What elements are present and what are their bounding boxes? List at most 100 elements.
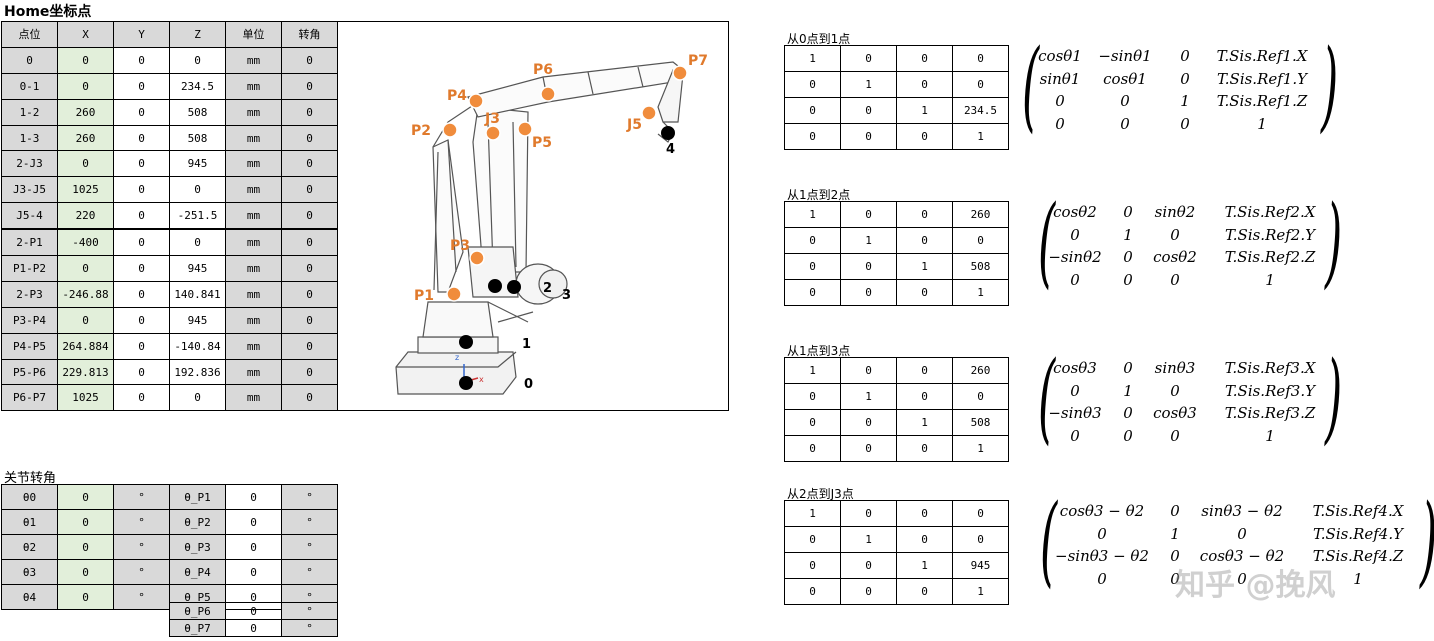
joint-cell: °: [113, 559, 170, 585]
home-cell: P3-P4: [1, 306, 58, 334]
formula-cell: cosθ1: [1038, 47, 1082, 65]
home-cell: 1025: [57, 384, 114, 412]
label-4: 4: [666, 142, 675, 157]
label-j5: J5: [626, 117, 642, 133]
home-cell: 0: [113, 255, 170, 282]
label-3: 3: [562, 288, 571, 303]
formula-cell: sinθ1: [1039, 69, 1081, 88]
matrix-cell: 0: [840, 578, 897, 605]
home-cell: 0: [113, 306, 170, 334]
transform-title: 从1点到2点: [787, 188, 851, 202]
home-cell: 1-3: [1, 124, 58, 152]
formula-cell: 1: [1257, 114, 1267, 133]
formula-cell: T.Sis.Ref4.X: [1312, 502, 1404, 520]
matrix-cell: 0: [952, 383, 1009, 410]
home-cell: 0: [57, 255, 114, 282]
matrix-cell: 0: [896, 578, 953, 605]
point-j3-marker: [485, 125, 501, 141]
formula-cell: cosθ3 − θ2: [1199, 547, 1285, 565]
label-p3: P3: [450, 238, 470, 254]
joint-cell: θ4: [1, 584, 58, 610]
matrix-cell: 1: [952, 279, 1009, 306]
home-cell: -400: [57, 228, 114, 257]
home-cell: 0: [281, 124, 338, 152]
formula-cell: T.Sis.Ref3.Y: [1224, 381, 1316, 400]
home-cell: -246.88: [57, 280, 114, 308]
home-header-row: 点位 X Y Z 单位 转角: [1, 21, 338, 48]
formula-cell: T.Sis.Ref2.Y: [1224, 225, 1316, 244]
home-cell: 0: [281, 150, 338, 178]
home-cell: mm: [225, 358, 282, 386]
joint-cell: °: [281, 484, 338, 510]
transform-title: 从0点到1点: [787, 32, 851, 46]
matrix-cell: 260: [952, 357, 1009, 384]
watermark: 知乎 @挽风: [1175, 568, 1336, 603]
matrix-cell: 0: [840, 357, 897, 384]
formula-cell: 0: [1170, 502, 1180, 520]
matrix-cell: 0: [840, 123, 897, 150]
home-cell: 0: [169, 384, 226, 412]
matrix-cell: 0: [784, 123, 841, 150]
home-cell: mm: [225, 306, 282, 334]
formula-cell: 0: [1180, 47, 1190, 65]
joint-cell: °: [281, 559, 338, 585]
formula-cell: 1: [1180, 92, 1190, 110]
matrix-cell: 0: [952, 45, 1009, 72]
joint-cell: 0: [225, 602, 282, 620]
label-p5: P5: [532, 135, 552, 151]
joint-cell: θ_P4: [169, 559, 226, 585]
formula-cell: cosθ2: [1053, 203, 1097, 221]
formula-cell: 1: [1265, 270, 1275, 289]
home-cell: 0: [281, 202, 338, 230]
home-cell: 264.884: [57, 332, 114, 360]
matrix-cell: 1: [896, 97, 953, 124]
matrix-cell: 0: [840, 500, 897, 527]
home-title: Home坐标点: [4, 4, 92, 20]
joint-cell: 0: [57, 559, 114, 585]
matrix-cell: 1: [952, 435, 1009, 462]
matrix-cell: 0: [840, 45, 897, 72]
joint-cell: °: [281, 619, 338, 637]
joints-title: 关节转角: [4, 471, 57, 486]
matrix-cell: 234.5: [952, 97, 1009, 124]
matrix-cell: 0: [840, 409, 897, 436]
home-cell: 0: [281, 384, 338, 412]
home-cell: 0: [281, 176, 338, 204]
formula-cell: T.Sis.Ref1.X: [1216, 47, 1308, 65]
home-cell: 0: [1, 46, 58, 74]
home-cell: -140.84: [169, 332, 226, 360]
home-cell: 945: [169, 306, 226, 334]
matrix-cell: 0: [784, 526, 841, 553]
robot-drawing: z x P1 P2 P3 P4 P5 P6 P7 J3: [395, 53, 708, 395]
matrix-cell: 0: [952, 71, 1009, 98]
home-cell: 2-P1: [1, 228, 58, 257]
matrix-cell: 1: [840, 383, 897, 410]
formula-cell: 0: [1120, 92, 1130, 110]
formula-cell: 1: [1265, 426, 1275, 445]
point-p1-marker: [446, 286, 462, 302]
home-header-cell: Z: [169, 21, 226, 48]
matrix-cell: 0: [840, 201, 897, 228]
point-p2-marker: [442, 122, 458, 138]
home-cell: mm: [225, 98, 282, 126]
home-cell: 0: [281, 306, 338, 334]
home-cell: mm: [225, 255, 282, 282]
point-p5-marker: [517, 121, 533, 137]
joint-cell: θ2: [1, 534, 58, 560]
formula-cell: cosθ3: [1153, 404, 1197, 422]
home-cell: 0: [57, 306, 114, 334]
formula-cell: T.Sis.Ref3.Z: [1224, 404, 1316, 422]
